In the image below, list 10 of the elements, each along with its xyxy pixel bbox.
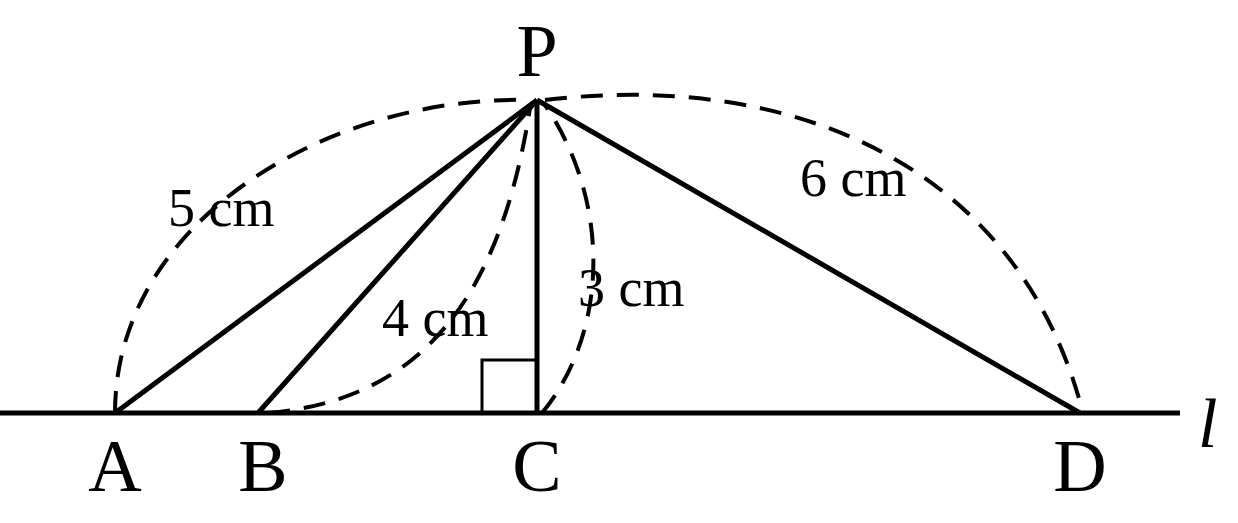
line-segment bbox=[534, 100, 540, 413]
point-label: A bbox=[88, 429, 142, 503]
length-label: 6 cm bbox=[800, 150, 907, 206]
point-label: D bbox=[1053, 429, 1107, 503]
length-label: 5 cm bbox=[168, 180, 275, 236]
point-label: B bbox=[238, 429, 288, 503]
length-label: 4 cm bbox=[382, 290, 489, 346]
point-label: P bbox=[516, 14, 558, 88]
point-label: C bbox=[512, 429, 562, 503]
line-name: l bbox=[1198, 388, 1218, 460]
